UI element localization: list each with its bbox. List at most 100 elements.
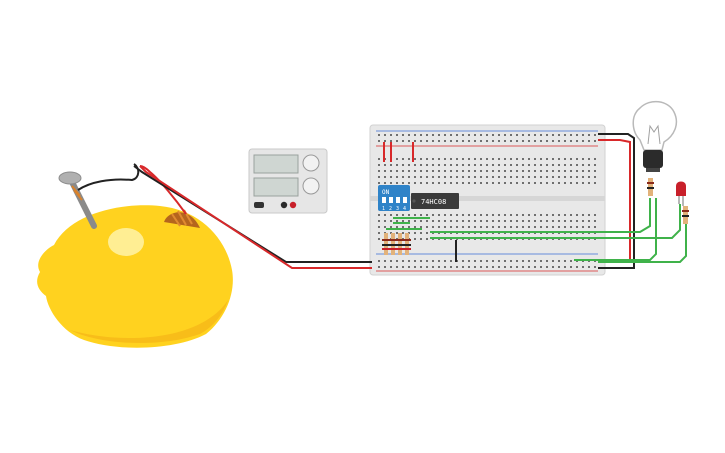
breadboard-hole (588, 140, 590, 142)
ps-knob-voltage[interactable] (302, 154, 320, 172)
breadboard-hole (576, 158, 578, 160)
breadboard-hole (390, 134, 392, 136)
breadboard-hole (540, 266, 542, 268)
breadboard-hole (594, 170, 596, 172)
power-supply[interactable] (248, 148, 328, 214)
breadboard-hole (498, 266, 500, 268)
breadboard-hole (498, 134, 500, 136)
breadboard-hole (528, 220, 530, 222)
ps-terminal-positive[interactable] (289, 201, 297, 209)
breadboard-hole (438, 226, 440, 228)
chip-label: 74HC08 (421, 198, 446, 206)
breadboard-hole (516, 214, 518, 216)
breadboard-hole (588, 226, 590, 228)
breadboard-hole (486, 182, 488, 184)
breadboard-hole (504, 170, 506, 172)
breadboard-hole (444, 170, 446, 172)
breadboard-hole (426, 176, 428, 178)
breadboard-hole (462, 134, 464, 136)
breadboard-hole (438, 220, 440, 222)
breadboard-hole (402, 220, 404, 222)
breadboard-hole (570, 158, 572, 160)
breadboard-hole (426, 260, 428, 262)
breadboard-hole (402, 226, 404, 228)
dip-toggle-1[interactable] (382, 197, 386, 203)
breadboard-hole (534, 140, 536, 142)
breadboard-hole (588, 220, 590, 222)
breadboard-hole (456, 220, 458, 222)
dip-toggle-4[interactable] (403, 197, 407, 203)
breadboard-hole (384, 170, 386, 172)
breadboard-hole (390, 226, 392, 228)
breadboard-hole (468, 170, 470, 172)
breadboard-hole (582, 140, 584, 142)
breadboard-hole (588, 170, 590, 172)
breadboard-hole (558, 220, 560, 222)
ps-knob-current[interactable] (302, 177, 320, 195)
dip-toggle-2[interactable] (389, 197, 393, 203)
resistor-bank[interactable] (382, 233, 411, 255)
breadboard-hole (414, 260, 416, 262)
led[interactable] (676, 181, 689, 225)
logic-chip[interactable]: 74HC08 (411, 193, 459, 209)
breadboard-hole (432, 182, 434, 184)
breadboard-hole (420, 220, 422, 222)
breadboard-hole (450, 134, 452, 136)
breadboard-hole (492, 134, 494, 136)
breadboard-hole (462, 140, 464, 142)
wires (133, 133, 687, 269)
dip-switch-on-label: ON (382, 189, 390, 196)
breadboard-hole (534, 266, 536, 268)
breadboard-hole (582, 158, 584, 160)
breadboard-hole (558, 158, 560, 160)
breadboard-hole (480, 158, 482, 160)
lemon-battery[interactable] (37, 171, 233, 348)
breadboard-hole (450, 220, 452, 222)
breadboard-hole (408, 134, 410, 136)
dip-toggle-number: 3 (396, 206, 399, 212)
breadboard-hole (414, 158, 416, 160)
breadboard-hole (396, 176, 398, 178)
breadboard-hole (432, 170, 434, 172)
breadboard-hole (516, 226, 518, 228)
breadboard-hole (420, 226, 422, 228)
breadboard-hole (474, 182, 476, 184)
breadboard-hole (510, 134, 512, 136)
dip-toggle-number: 4 (403, 206, 406, 212)
breadboard-hole (426, 214, 428, 216)
breadboard-hole (480, 176, 482, 178)
light-bulb[interactable] (632, 100, 678, 196)
breadboard-hole (438, 260, 440, 262)
breadboard-hole (564, 266, 566, 268)
breadboard-hole (552, 140, 554, 142)
breadboard-hole (522, 182, 524, 184)
breadboard-hole (546, 214, 548, 216)
ps-terminal-negative[interactable] (280, 201, 288, 209)
breadboard-hole (570, 220, 572, 222)
breadboard-hole (498, 158, 500, 160)
breadboard-hole (468, 176, 470, 178)
breadboard-hole (498, 214, 500, 216)
breadboard-hole (420, 140, 422, 142)
dip-toggle-3[interactable] (396, 197, 400, 203)
breadboard-hole (528, 140, 530, 142)
breadboard-hole (492, 140, 494, 142)
breadboard-hole (510, 266, 512, 268)
breadboard-hole (564, 214, 566, 216)
ps-power-switch[interactable] (254, 202, 264, 208)
breadboard-hole (462, 182, 464, 184)
breadboard-hole (390, 176, 392, 178)
breadboard-hole (594, 214, 596, 216)
breadboard-hole (534, 176, 536, 178)
breadboard-hole (420, 260, 422, 262)
breadboard-hole (576, 266, 578, 268)
breadboard-hole (444, 158, 446, 160)
breadboard-hole (468, 214, 470, 216)
breadboard-hole (408, 176, 410, 178)
breadboard-hole (420, 170, 422, 172)
breadboard-hole (408, 158, 410, 160)
breadboard-hole (426, 134, 428, 136)
breadboard-hole (552, 266, 554, 268)
